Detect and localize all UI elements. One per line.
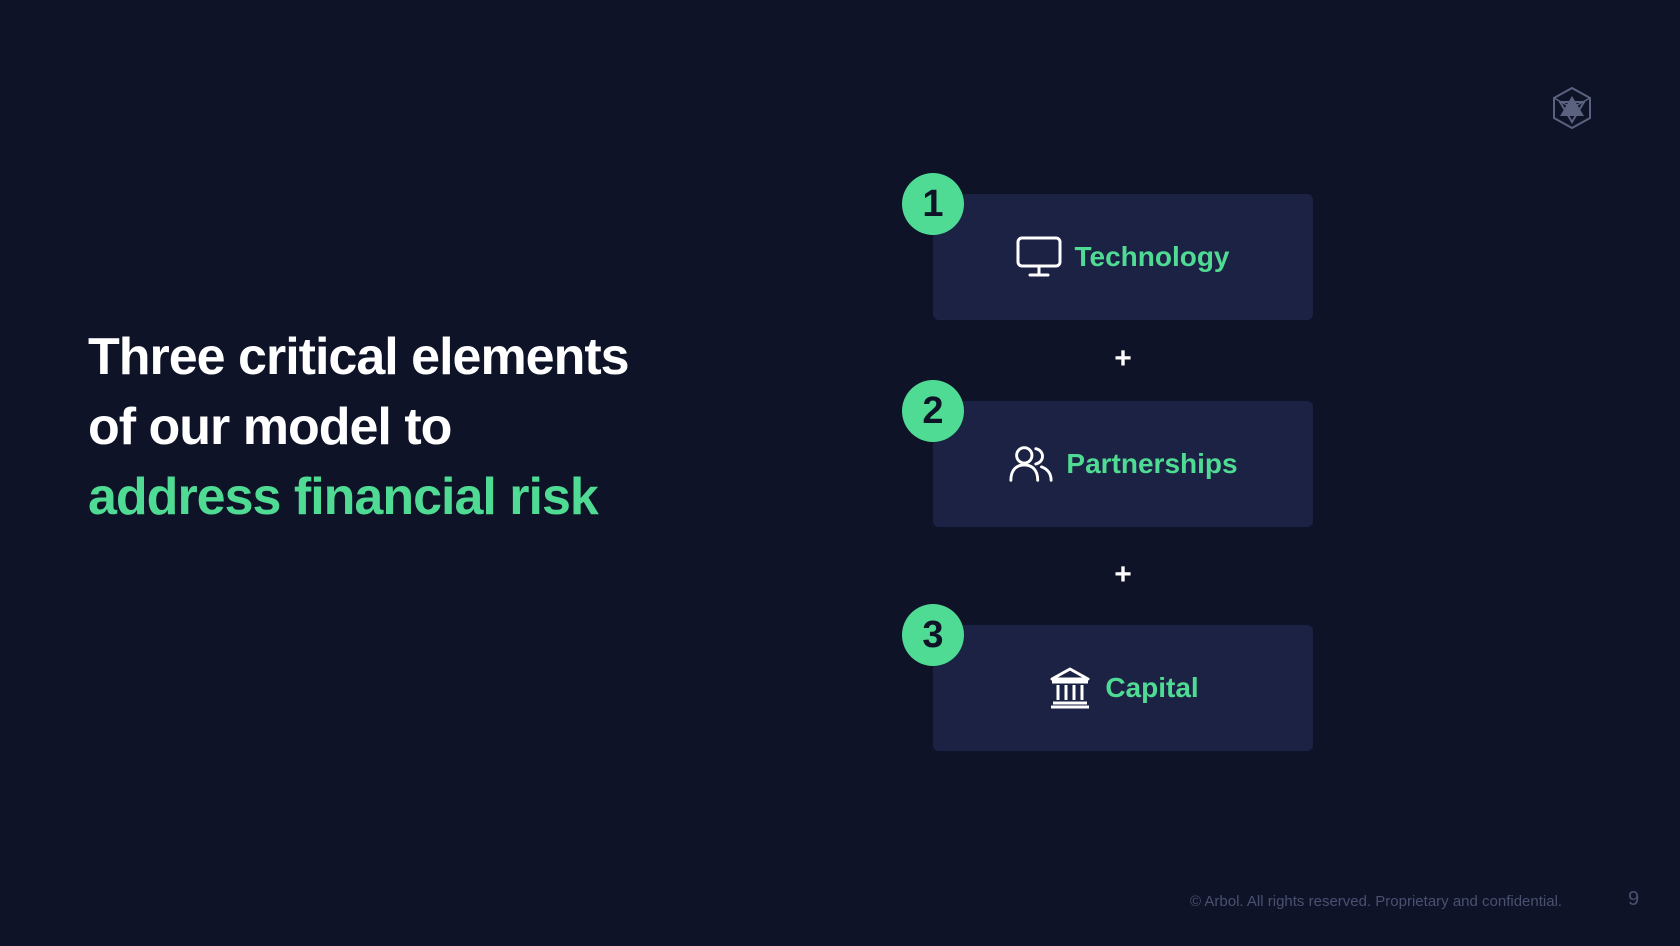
- element-label: Capital: [1105, 672, 1199, 703]
- slide-headline: Three critical elements of our model to …: [88, 322, 630, 532]
- bank-icon: [1047, 665, 1093, 711]
- monitor-icon: [1016, 234, 1062, 280]
- headline-line-1: Three critical elements: [88, 328, 630, 386]
- element-number-badge: 1: [902, 173, 964, 235]
- users-icon: [1008, 441, 1054, 487]
- element-label: Technology: [1074, 241, 1230, 272]
- element-label: Partnerships: [1066, 448, 1238, 479]
- headline-accent-line: address financial risk: [88, 468, 599, 526]
- element-number-badge: 2: [902, 380, 964, 442]
- logo-icon: [1550, 86, 1594, 130]
- headline-line-2: of our model to: [88, 398, 452, 456]
- element-card-technology: Technology: [933, 194, 1313, 320]
- plus-connector: +: [1114, 342, 1132, 375]
- plus-connector: +: [1114, 558, 1132, 591]
- element-number-badge: 3: [902, 604, 964, 666]
- page-number: 9: [1628, 888, 1640, 910]
- footer-copyright: © Arbol. All rights reserved. Proprietar…: [1190, 893, 1563, 910]
- element-card-capital: Capital: [933, 625, 1313, 751]
- element-card-partnerships: Partnerships: [933, 401, 1313, 527]
